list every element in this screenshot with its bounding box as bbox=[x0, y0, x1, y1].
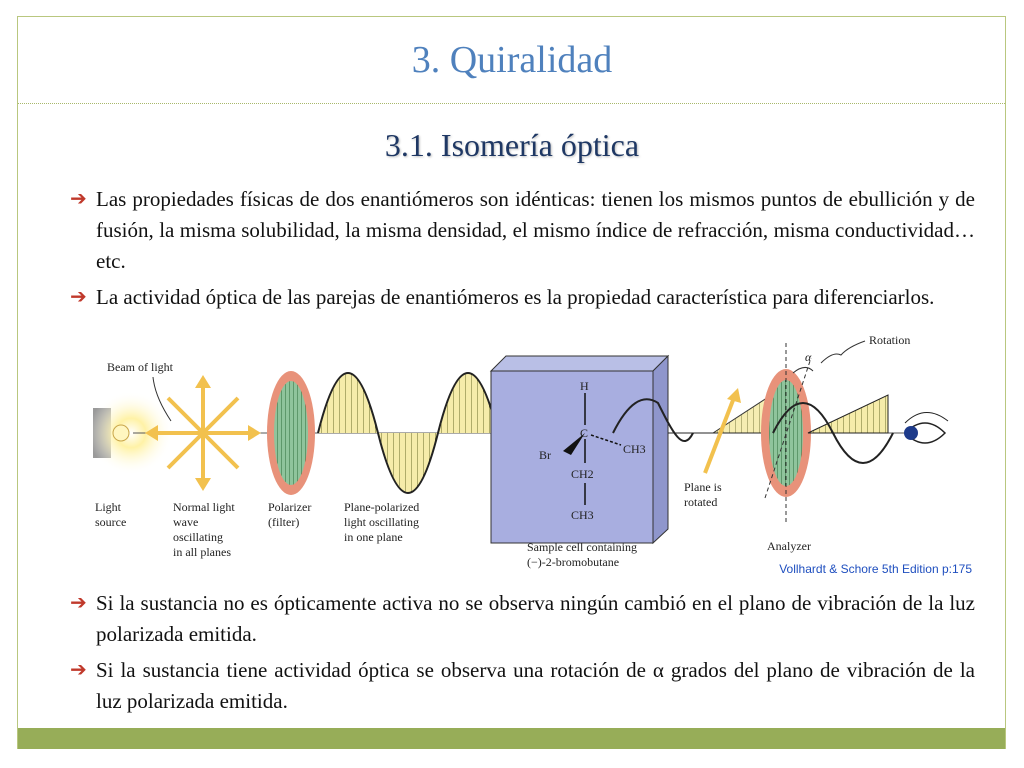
label-rotated-1: Plane is bbox=[684, 480, 722, 494]
cell-top bbox=[489, 355, 670, 372]
unpolarized-light-icon bbox=[153, 383, 253, 483]
dash-bond bbox=[590, 434, 622, 446]
figure-credit: Vollhardt & Schore 5th Edition p:175 bbox=[779, 562, 972, 576]
polarizer-filter-icon bbox=[274, 381, 308, 485]
rotated-axis bbox=[764, 357, 812, 499]
rotated-plane-arrowhead bbox=[727, 388, 741, 403]
eyelash-icon bbox=[904, 412, 949, 424]
bullet-arrow-icon: ➔ bbox=[70, 659, 87, 681]
atom-h: H bbox=[580, 379, 589, 393]
atom-c: C bbox=[580, 426, 588, 440]
sample-cell bbox=[490, 370, 654, 544]
label-cell-1: Sample cell containing bbox=[527, 540, 637, 554]
label-plane-3: in one plane bbox=[344, 530, 403, 544]
bullet-item: ➔ Las propiedades físicas de dos enantió… bbox=[70, 184, 975, 277]
label-source-2: source bbox=[95, 515, 126, 529]
group-ch3-bottom: CH3 bbox=[571, 508, 594, 522]
rotated-plane-icon bbox=[703, 394, 737, 474]
label-alpha: α bbox=[805, 350, 812, 364]
label-polarizer-1: Polarizer bbox=[268, 500, 311, 514]
bullet-text: Si la sustancia no es ópticamente activa… bbox=[96, 591, 975, 646]
bullet-arrow-icon: ➔ bbox=[70, 188, 87, 210]
footer-accent-bar bbox=[18, 728, 1005, 749]
label-normal-3: oscillating bbox=[173, 530, 223, 544]
label-beam: Beam of light bbox=[107, 360, 174, 374]
label-normal-1: Normal light bbox=[173, 500, 235, 514]
label-polarizer-2: (filter) bbox=[268, 515, 299, 529]
label-plane-1: Plane-polarized bbox=[344, 500, 419, 514]
label-rotated-2: rotated bbox=[684, 495, 717, 509]
label-normal-4: in all planes bbox=[173, 545, 231, 559]
polarimeter-figure: H C Br CH3 CH2 CH3 Beam of light Light s… bbox=[89, 333, 981, 583]
section-subtitle: 3.1. Isomería óptica bbox=[384, 127, 640, 163]
label-source-1: Light bbox=[95, 500, 122, 514]
cell-side bbox=[652, 354, 669, 545]
group-ch3-right: CH3 bbox=[623, 442, 646, 456]
label-cell-2: (−)-2-bromobutane bbox=[527, 555, 619, 569]
bullet-arrow-icon: ➔ bbox=[70, 592, 87, 614]
bullet-item: ➔ Si la sustancia tiene actividad óptica… bbox=[70, 655, 975, 717]
label-analyzer: Analyzer bbox=[767, 539, 811, 553]
rotation-arc bbox=[792, 367, 814, 374]
slide-title: 3. Quiralidad bbox=[411, 39, 613, 81]
atom-br: Br bbox=[539, 448, 551, 462]
eye-iris-icon bbox=[904, 426, 918, 440]
beam-pointer bbox=[152, 376, 172, 422]
rotating-wave bbox=[612, 398, 694, 442]
bullet-text: La actividad óptica de las parejas de en… bbox=[96, 285, 935, 309]
header-divider bbox=[18, 103, 1005, 104]
label-normal-2: wave bbox=[173, 515, 198, 529]
starburst-arrowheads bbox=[145, 375, 261, 491]
rotation-pointer bbox=[820, 340, 866, 364]
bullet-arrow-icon: ➔ bbox=[70, 286, 87, 308]
polarized-wave bbox=[317, 372, 499, 494]
light-glow-icon bbox=[89, 391, 173, 475]
wedge-bond bbox=[563, 433, 585, 455]
bullet-item: ➔ La actividad óptica de las parejas de … bbox=[70, 282, 975, 334]
bulb-icon bbox=[112, 424, 130, 442]
bullet-item: ➔ Si la sustancia no es ópticamente acti… bbox=[70, 588, 975, 650]
outgoing-wave bbox=[772, 402, 894, 464]
group-ch2: CH2 bbox=[571, 467, 594, 481]
polarimeter-diagram: H C Br CH3 CH2 CH3 Beam of light Light s… bbox=[89, 333, 949, 569]
label-rotation: Rotation bbox=[869, 333, 910, 347]
label-plane-2: light oscillating bbox=[344, 515, 419, 529]
bullet-text: Las propiedades físicas de dos enantióme… bbox=[96, 187, 975, 273]
bullet-text: Si la sustancia tiene actividad óptica s… bbox=[96, 658, 975, 713]
